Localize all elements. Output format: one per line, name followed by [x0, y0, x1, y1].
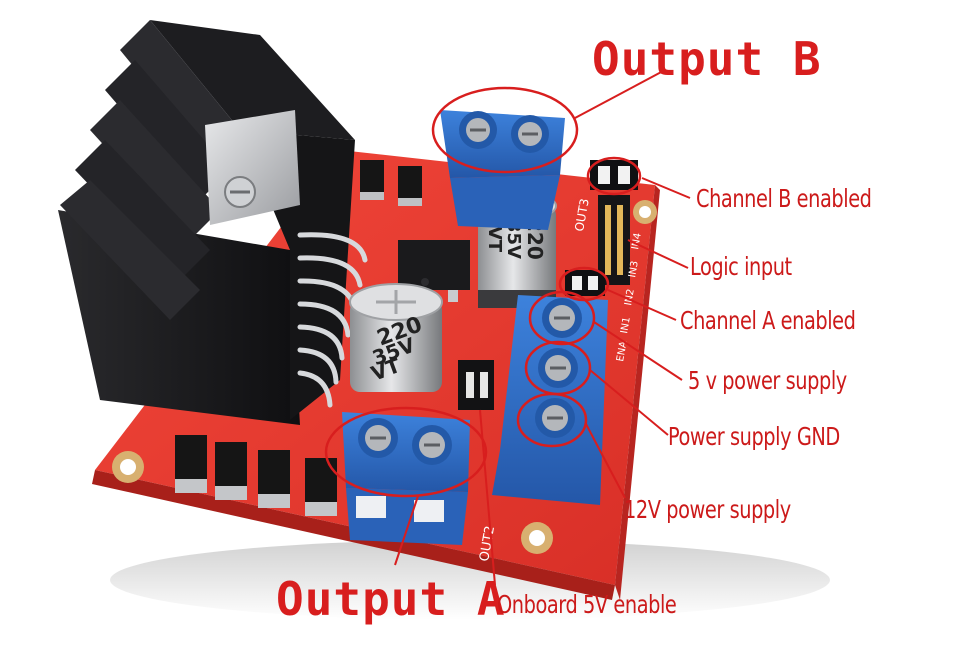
- label-channel-b-enabled: Channel B enabled: [696, 184, 872, 213]
- pin-label-in1: IN1: [619, 316, 633, 334]
- silkscreen-out3: OUT3: [572, 197, 592, 232]
- terminal-output-a: [342, 412, 470, 545]
- label-channel-a-enabled: Channel A enabled: [680, 306, 856, 335]
- circle-output-b: [431, 86, 579, 174]
- terminal-output-b: [440, 110, 565, 230]
- leader-lines: [394, 69, 691, 586]
- cap-upper-series: VT: [484, 226, 505, 253]
- header-pins: [565, 160, 638, 296]
- label-output-a: Output A: [276, 572, 506, 626]
- label-12v-power-supply: 12V power supply: [624, 495, 791, 524]
- board-shadow: [110, 540, 830, 620]
- pin-label-in3: IN3: [627, 260, 641, 278]
- circle-5v-terminal: [528, 290, 596, 346]
- capacitor-lower: 220 35V VT: [349, 283, 443, 392]
- onboard-5v-jumper: [458, 360, 494, 410]
- diodes-bottom: [175, 435, 337, 516]
- circle-12v-terminal: [516, 392, 588, 448]
- circle-channel-b-jumper: [586, 156, 642, 196]
- label-logic-input: Logic input: [690, 252, 792, 281]
- heatsink: [58, 20, 355, 425]
- chip-legs: [297, 232, 368, 408]
- terminal-power: [492, 295, 608, 505]
- pin-label-ena: ENA: [615, 340, 629, 362]
- cap-upper-voltage: 35V: [503, 220, 524, 259]
- circle-output-a: [324, 406, 488, 498]
- label-5v-power-supply: 5 v power supply: [688, 366, 847, 395]
- diodes-top: [360, 160, 422, 206]
- label-output-b: Output B: [592, 32, 822, 86]
- annotation-circles: [324, 86, 642, 498]
- label-power-supply-gnd: Power supply GND: [668, 422, 840, 451]
- chip-tab: [205, 110, 300, 225]
- label-onboard-5v-enable: Onboard 5V enable: [497, 590, 677, 619]
